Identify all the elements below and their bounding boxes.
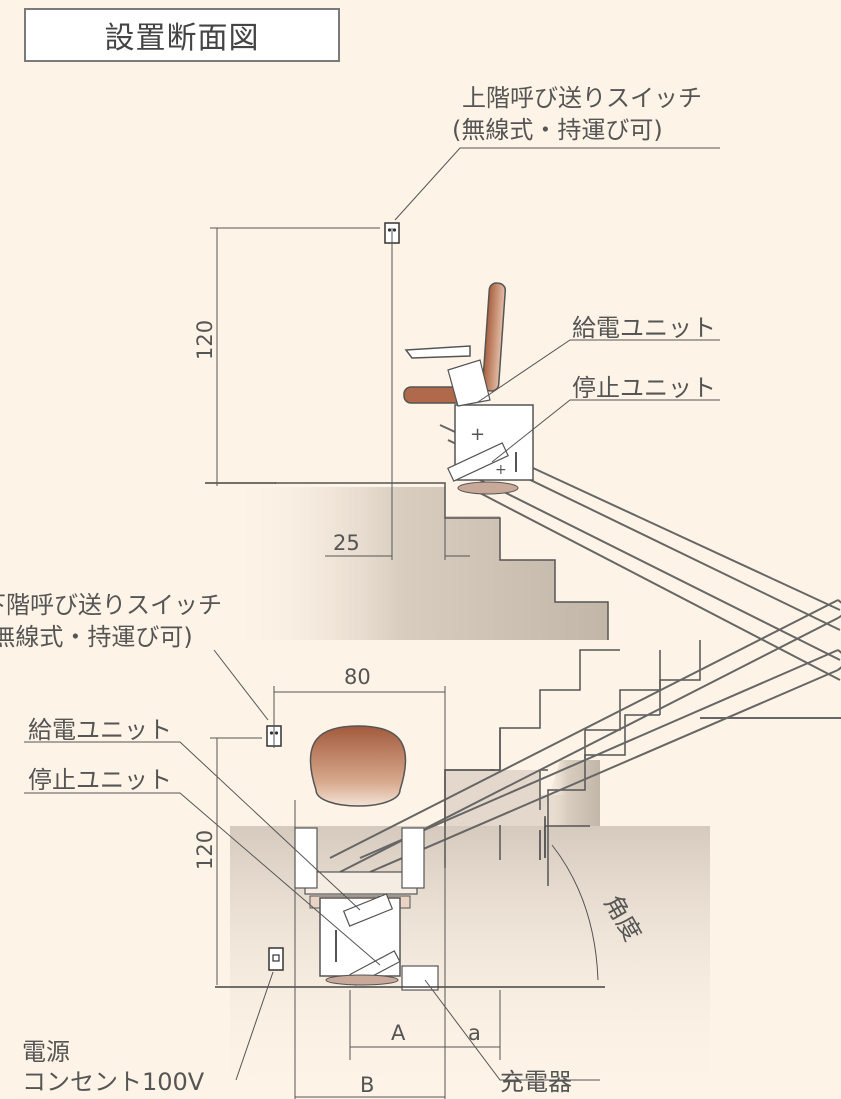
charger-label: 充電器 (500, 1068, 572, 1096)
upper-switch-label-line1: 上階呼び送りスイッチ (462, 84, 702, 112)
svg-text:+: + (495, 462, 507, 478)
dim-a-lower: a (468, 1021, 481, 1045)
upper-power-unit-label: 給電ユニット (572, 314, 716, 342)
lower-switch-label-line2: (無線式・持運び可) (0, 623, 193, 651)
upper-wall-shading (230, 487, 608, 640)
outlet-label-line1: 電源 (22, 1038, 70, 1066)
upper-stairlift: + + (403, 282, 534, 495)
svg-text:+: + (470, 424, 485, 445)
lower-stairlift (294, 725, 439, 991)
dim-a-upper: A (391, 1021, 406, 1045)
lower-power-unit-label: 給電ユニット (28, 716, 172, 744)
lower-stop-unit-label: 停止ユニット (28, 766, 172, 794)
dim-b: B (360, 1073, 374, 1097)
outlet-label-line2: コンセント100V (22, 1068, 205, 1096)
dimension-lines (210, 227, 599, 1099)
upper-height-dim: 120 (193, 320, 217, 360)
upper-switch-label-line2: (無線式・持運び可) (452, 116, 663, 144)
lower-height-dim: 120 (193, 830, 217, 870)
lower-width-dim: 80 (344, 665, 371, 689)
lower-wall-shading (230, 760, 710, 1099)
outlet-icon (268, 947, 284, 971)
diagram-title: 設置断面図 (24, 8, 340, 62)
upper-stop-unit-label: 停止ユニット (572, 374, 716, 402)
upper-offset-dim: 25 (333, 531, 360, 555)
lower-switch-label-line1: 下階呼び送りスイッチ (0, 591, 222, 619)
leader-lines (24, 147, 720, 1081)
